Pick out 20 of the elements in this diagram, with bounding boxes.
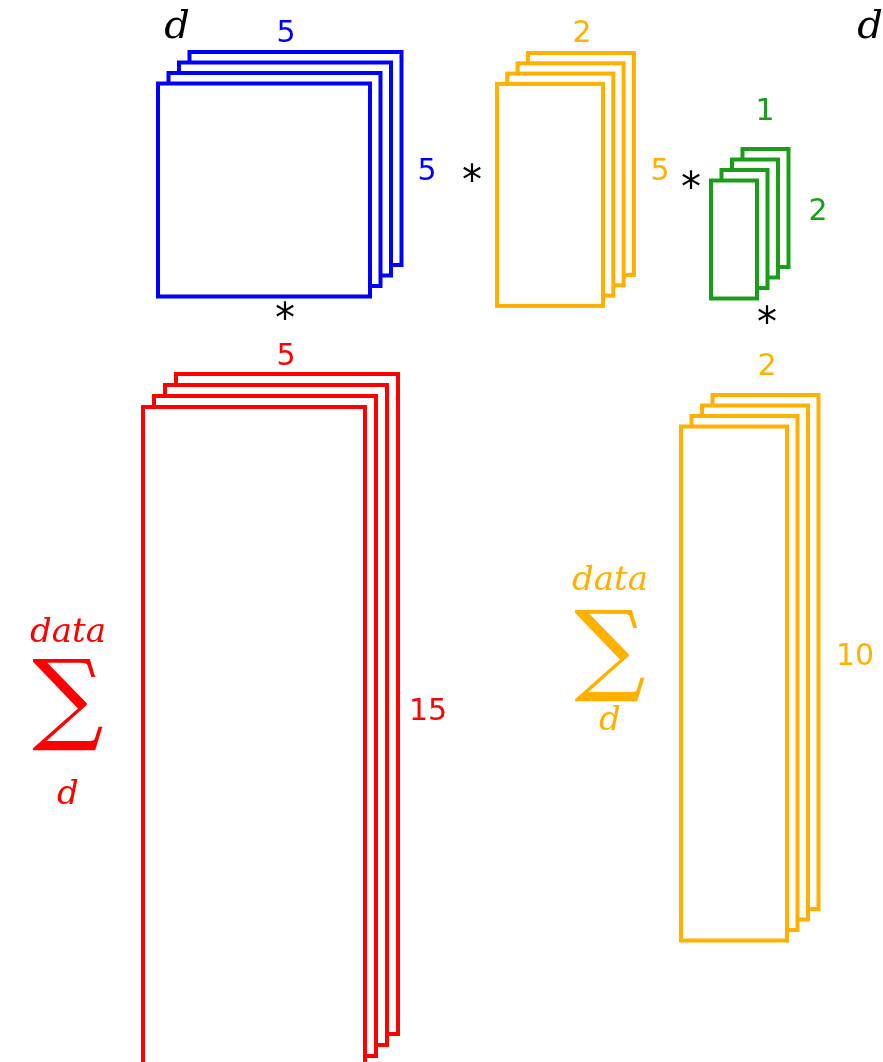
- dimension-label: 5: [276, 340, 296, 370]
- variable-label: d: [857, 4, 883, 44]
- dimension-label: 15: [408, 695, 448, 725]
- operator-symbol: *: [275, 298, 295, 338]
- dimension-label: 2: [757, 350, 777, 380]
- upper-limit-label: data: [30, 613, 106, 647]
- operator-symbol: *: [462, 160, 482, 200]
- upper-limit-label: data: [572, 561, 648, 595]
- dimension-label: 5: [276, 17, 296, 47]
- dimension-label: 2: [808, 195, 828, 225]
- operator-symbol: *: [681, 167, 701, 207]
- dimension-label: 10: [835, 640, 875, 670]
- dimension-label: 5: [650, 155, 670, 185]
- dimension-label: 1: [755, 95, 775, 125]
- operator-symbol: *: [757, 302, 777, 342]
- lower-limit-label: d: [599, 701, 621, 735]
- dimension-label: 2: [572, 17, 592, 47]
- variable-label: d: [164, 4, 190, 44]
- dimension-label: 5: [417, 155, 437, 185]
- lower-limit-label: d: [57, 775, 79, 809]
